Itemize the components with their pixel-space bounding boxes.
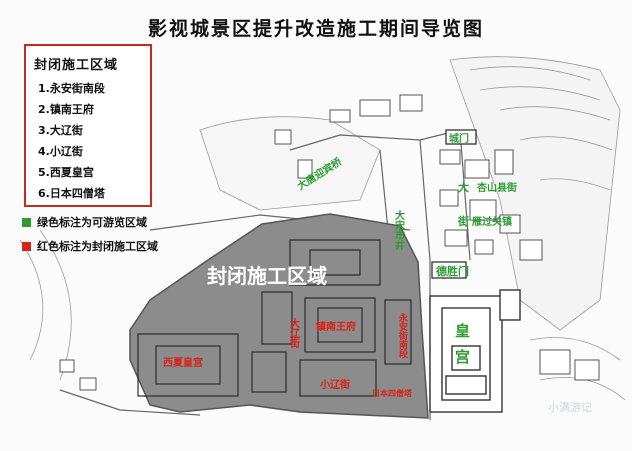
sengta-label: 日本四僧塔 <box>372 388 413 398</box>
closed-zone-label: 封闭施工区域 <box>207 264 327 288</box>
daliao-street-label: 大辽街 <box>288 317 301 349</box>
da-label: 大 <box>458 180 469 194</box>
jie-label: 街 <box>457 214 469 228</box>
yanguozhen-label: 雁过关镇 <box>472 215 512 228</box>
zhennan-mansion-label: 镇南王府 <box>316 320 356 333</box>
xingshan-street-label: 杏山县街 <box>476 181 517 194</box>
palace-gong-label: 宫 <box>455 348 470 366</box>
watermark: 小满游记 <box>548 401 592 414</box>
xixia-palace-label: 西夏皇宫 <box>163 356 203 369</box>
legend-item: 5.西夏皇宫 <box>38 166 94 179</box>
legend-item: 6.日本四僧塔 <box>38 187 105 200</box>
legend-item: 2.镇南王府 <box>38 103 94 116</box>
buildings <box>59 94 600 391</box>
desheng-gate-label: 德胜门 <box>435 264 469 278</box>
red-note-text: 红色标注为封闭施工区域 <box>37 240 158 253</box>
yongan-street-label: 永安街南段 <box>397 312 409 359</box>
legend-item: 3.大辽街 <box>38 124 83 137</box>
legend-item: 1.永安街南段 <box>38 82 105 95</box>
dasong-label: 大宋市井 <box>393 209 406 251</box>
closed-areas-legend: 封闭施工区域 1.永安街南段 2.镇南王府 3.大辽街 4.小辽街 5.西夏皇宫… <box>24 44 152 207</box>
gates <box>431 129 477 279</box>
closed-zone-area <box>129 213 429 419</box>
map-base <box>19 56 626 401</box>
green-note-text: 绿色标注为可游览区域 <box>37 216 147 229</box>
green-swatch <box>22 218 31 227</box>
legend-item: 4.小辽街 <box>38 145 83 158</box>
closed-zone-structures <box>137 239 412 397</box>
red-swatch <box>22 242 31 251</box>
page-title: 影视城景区提升改造施工期间导览图 <box>147 18 484 40</box>
palace-compound <box>429 289 521 413</box>
green-note: 绿色标注为可游览区域 <box>22 214 147 230</box>
legend-title: 封闭施工区域 <box>34 58 119 73</box>
xiaoliao-street-label: 小辽街 <box>319 378 350 391</box>
palace-huang-label: 皇 <box>455 322 470 340</box>
city-gate-label: 城门 <box>449 132 469 145</box>
red-note: 红色标注为封闭施工区域 <box>22 238 158 254</box>
